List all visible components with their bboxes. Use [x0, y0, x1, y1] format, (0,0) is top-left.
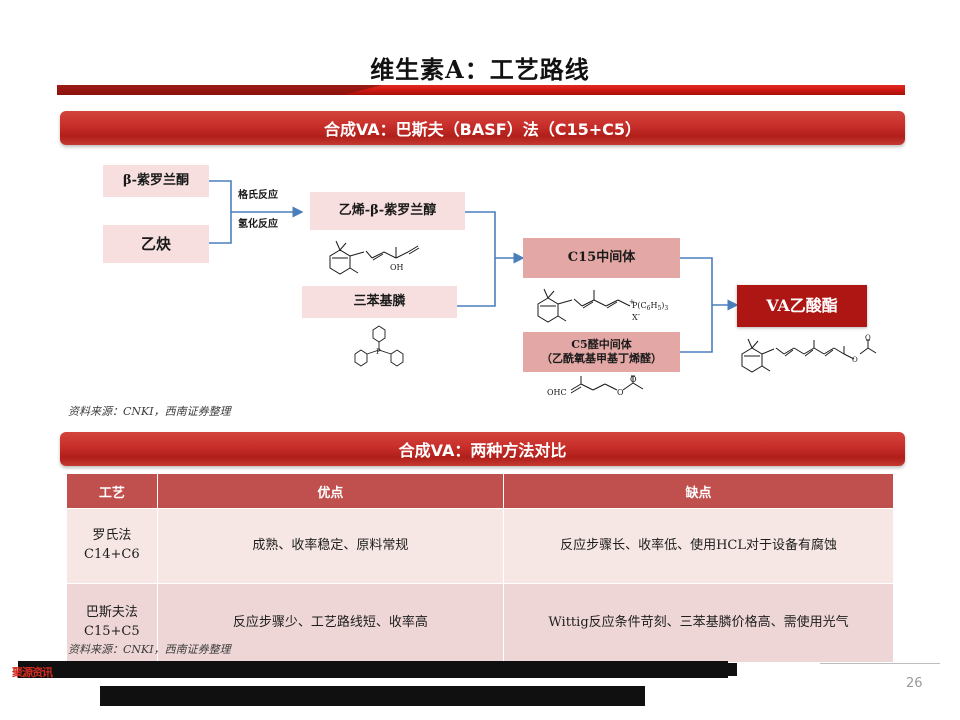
section-banner-comparison: 合成VA：两种方法对比	[60, 432, 905, 466]
node-c5-line1: C5醛中间体	[571, 338, 632, 352]
svg-text:O: O	[865, 334, 871, 342]
redaction-bar-top	[18, 661, 728, 678]
flow-connectors	[209, 180, 739, 353]
structure-label-hydroxyl: OH	[390, 263, 404, 272]
node-c15-intermediate[interactable]: C15中间体	[523, 238, 680, 278]
comparison-table: 工艺 优点 缺点 罗氏法 C14+C6 成熟、收率稳定、原料常规 反应步骤长、收…	[66, 473, 894, 663]
svg-text:P(C6H5)3: P(C6H5)3	[632, 301, 668, 312]
structure-c15-intermediate: P(C6H5)3 + X-	[537, 288, 668, 323]
structure-label-aldehyde: OHC	[547, 388, 567, 397]
edge-label-hydrogenation: 氢化反应	[238, 219, 278, 230]
node-vinyl-beta-ionol[interactable]: 乙烯-β-紫罗兰醇	[310, 192, 465, 230]
cell-advantage-roche: 成熟、收率稳定、原料常规	[156, 508, 505, 584]
svg-text:O: O	[630, 375, 637, 384]
source-note-diagram: 资料来源：CNKI，西南证券整理	[68, 405, 231, 418]
page-title: 维生素A：工艺路线	[370, 55, 590, 84]
section-banner-basf: 合成VA：巴斯夫（BASF）法（C15+C5）	[60, 111, 905, 145]
cell-advantage-basf: 反应步骤少、工艺路线短、收率高	[156, 583, 505, 663]
structure-c5-aldehyde: OHC O O	[547, 375, 644, 397]
table-row: 罗氏法 C14+C6 成熟、收率稳定、原料常规 反应步骤长、收率低、使用HCL对…	[66, 508, 894, 584]
svg-text:O: O	[852, 356, 858, 364]
footer-divider	[820, 663, 940, 664]
cell-disadvantage-basf: Wittig反应条件苛刻、三苯基膦价格高、需使用光气	[503, 583, 894, 663]
redaction-bar-bottom	[100, 686, 645, 706]
node-triphenylphosphine[interactable]: 三苯基膦	[302, 286, 457, 318]
cell-process-roche: 罗氏法 C14+C6	[66, 508, 158, 584]
table-header-disadvantage: 缺点	[503, 473, 894, 509]
node-acetylene[interactable]: 乙炔	[103, 225, 209, 263]
process-name-line2: C14+C6	[84, 547, 140, 562]
redaction-bar-top-end	[728, 663, 737, 676]
process-name-line1: 罗氏法	[92, 528, 132, 544]
node-va-acetate[interactable]: VA乙酸酯	[737, 285, 867, 327]
node-c5-line2: （乙酰氧基甲基丁烯醛）	[541, 352, 662, 365]
node-beta-ionone[interactable]: β-紫罗兰酮	[103, 165, 209, 197]
svg-text:X-: X-	[632, 311, 641, 322]
title-underline-bar	[57, 85, 905, 95]
node-c5-aldehyde-intermediate[interactable]: C5醛中间体 （乙酰氧基甲基丁烯醛）	[523, 332, 680, 372]
edge-label-grignard: 格氏反应	[238, 190, 278, 201]
svg-text:O: O	[617, 388, 624, 397]
table-header-advantage: 优点	[156, 473, 505, 509]
brand-logo: 聚源资讯	[12, 666, 53, 679]
cell-disadvantage-roche: 反应步骤长、收率低、使用HCL对于设备有腐蚀	[503, 508, 894, 584]
page-number: 26	[906, 676, 923, 691]
cell-process-basf: 巴斯夫法 C15+C5	[66, 583, 158, 663]
svg-text:P: P	[376, 348, 381, 356]
svg-text:+: +	[629, 298, 635, 306]
structure-vinyl-beta-ionol: OH	[329, 240, 420, 275]
table-row: 巴斯夫法 C15+C5 反应步骤少、工艺路线短、收率高 Wittig反应条件苛刻…	[66, 583, 894, 663]
structure-triphenylphosphine: P	[354, 325, 404, 367]
source-note-table: 资料来源：CNKI，西南证券整理	[68, 643, 231, 656]
process-name-line2: C15+C5	[84, 624, 140, 639]
table-header-row: 工艺 优点 缺点	[66, 473, 894, 509]
structure-va-acetate: O O	[741, 334, 877, 373]
table-header-process: 工艺	[66, 473, 158, 509]
process-flow-diagram: β-紫罗兰酮 乙炔 格氏反应 氢化反应 乙烯-β-紫罗兰醇 OH 三苯基膦	[0, 150, 960, 415]
process-name-line1: 巴斯夫法	[85, 605, 138, 621]
